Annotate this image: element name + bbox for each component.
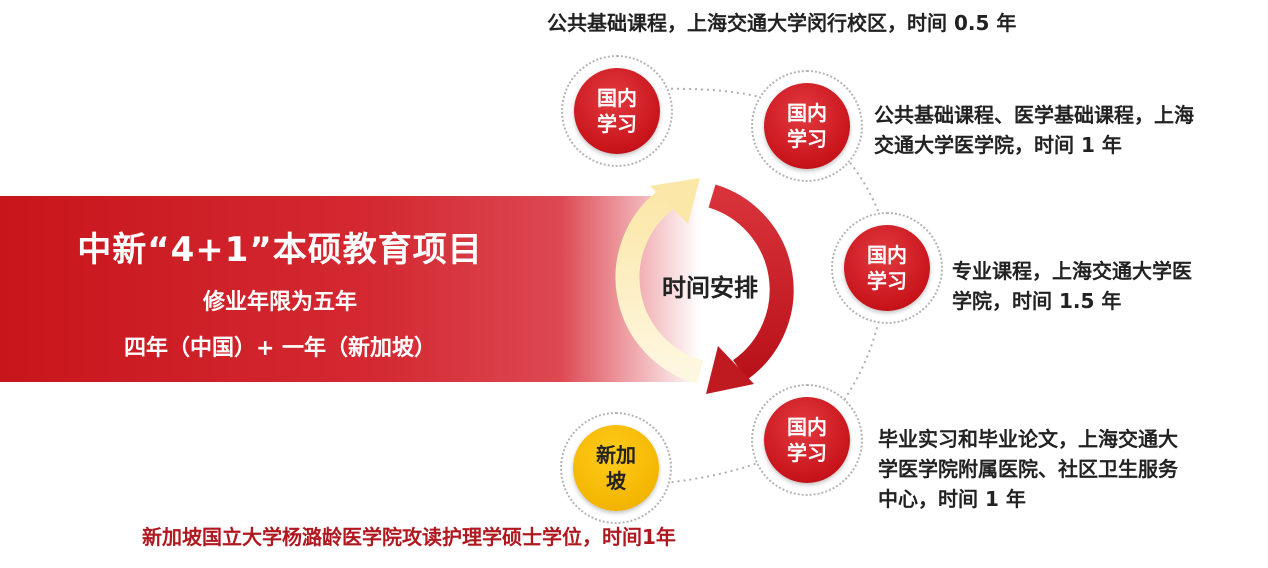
node-label-line1: 国内 [597,86,637,110]
stage-1-description: 公共基础课程，上海交通大学闵行校区，时间 0.5 年 [547,11,1017,35]
stage-node-singapore: 新加坡 [573,425,659,511]
node-label-line2: 学习 [597,112,637,136]
stage-2-line1: 公共基础课程、医学基础课程，上海 [874,103,1194,127]
node-label-line2: 学习 [787,127,827,151]
stage-2-line2: 交通大学医学院，时间 1 年 [874,133,1122,157]
stage-4-line2: 学医学院附属医院、社区卫生服务 [878,457,1178,481]
stage-5-description: 新加坡国立大学杨潞龄医学院攻读护理学硕士学位，时间1年 [142,525,676,549]
stage-node-domestic-3: 国内学习 [844,225,930,311]
stage-2-description: 公共基础课程、医学基础课程，上海 交通大学医学院，时间 1 年 [874,100,1194,160]
program-structure: 四年（中国）+ 一年（新加坡） [123,336,437,361]
program-title: 中新“4+1”本硕教育项目 [77,230,483,270]
node-label-line2: 坡 [606,469,626,493]
timeline-center-label: 时间安排 [662,274,758,302]
node-label-line1: 国内 [787,101,827,125]
program-banner [0,196,700,382]
stage-3-line1: 专业课程，上海交通大学医 [952,259,1192,283]
stage-node-domestic-2: 国内学习 [764,83,850,169]
program-duration: 修业年限为五年 [202,290,357,315]
stage-4-description: 毕业实习和毕业论文，上海交通大 学医学院附属医院、社区卫生服务 中心，时间 1 … [878,424,1178,514]
node-label-line1: 国内 [787,415,827,439]
node-label-line2: 学习 [787,441,827,465]
stage-node-domestic-4: 国内学习 [764,397,850,483]
stage-3-description: 专业课程，上海交通大学医 学院，时间 1.5 年 [952,256,1192,316]
node-label-line1: 新加 [596,443,636,467]
stage-3-line2: 学院，时间 1.5 年 [952,289,1122,313]
stage-node-domestic-1: 国内学习 [574,68,660,154]
stage-4-line3: 中心，时间 1 年 [878,487,1026,511]
stage-4-line1: 毕业实习和毕业论文，上海交通大 [878,427,1178,451]
node-label-line1: 国内 [867,243,907,267]
node-label-line2: 学习 [867,269,907,293]
